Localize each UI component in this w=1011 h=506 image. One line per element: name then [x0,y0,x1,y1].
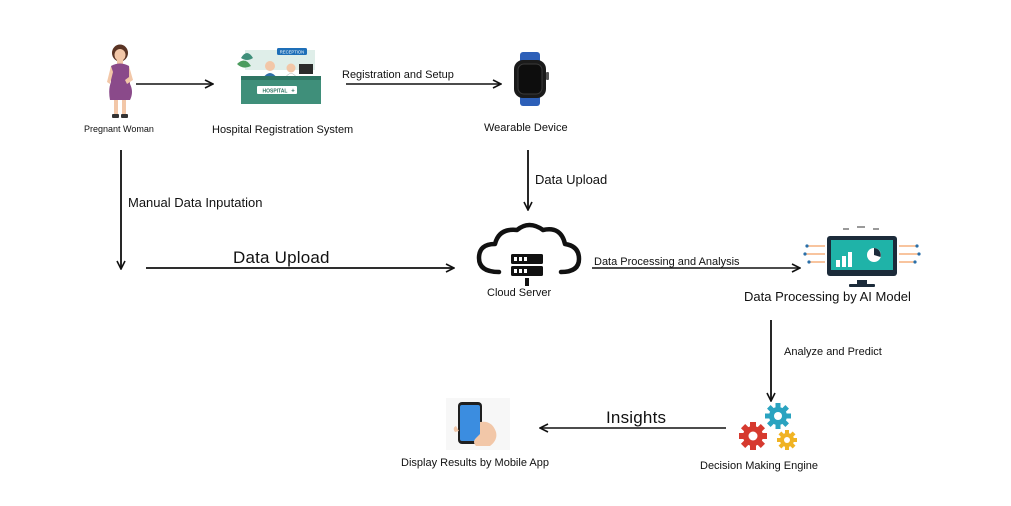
decision-engine-label: Decision Making Engine [700,460,819,472]
hospital-sign-text: HOSPITAL [263,88,288,94]
ai-model-label: Data Processing by AI Model [744,289,911,304]
edge-processing-analysis-label: Data Processing and Analysis [594,256,740,268]
ai-monitor-icon [803,226,921,287]
edge-analyze-predict-label: Analyze and Predict [784,346,882,358]
cloud-server-label: Cloud Server [487,287,552,299]
pregnant-woman-label: Pregnant Woman [84,124,154,134]
mobile-app-label: Display Results by Mobile App [401,457,549,469]
hospital-registration-label: Hospital Registration System [212,124,354,136]
phone-hand-icon [446,398,510,450]
edge-data-upload-wearable-label: Data Upload [535,172,608,187]
cloud-server-icon [476,222,582,286]
hospital-reception-icon: RECEPTION HOSPITAL + [237,48,321,104]
edge-manual-input-label: Manual Data Inputation [128,195,263,210]
edge-data-upload-manual-label: Data Upload [233,248,330,267]
edge-registration-setup-label: Registration and Setup [342,69,454,81]
wearable-device-label: Wearable Device [484,122,568,134]
reception-sign-text: RECEPTION [280,50,304,55]
smartwatch-icon [514,52,549,106]
edge-insights-label: Insights [606,408,667,427]
pregnant-woman-icon [107,44,133,118]
svg-text:+: + [291,89,295,95]
gears-icon [739,403,797,450]
